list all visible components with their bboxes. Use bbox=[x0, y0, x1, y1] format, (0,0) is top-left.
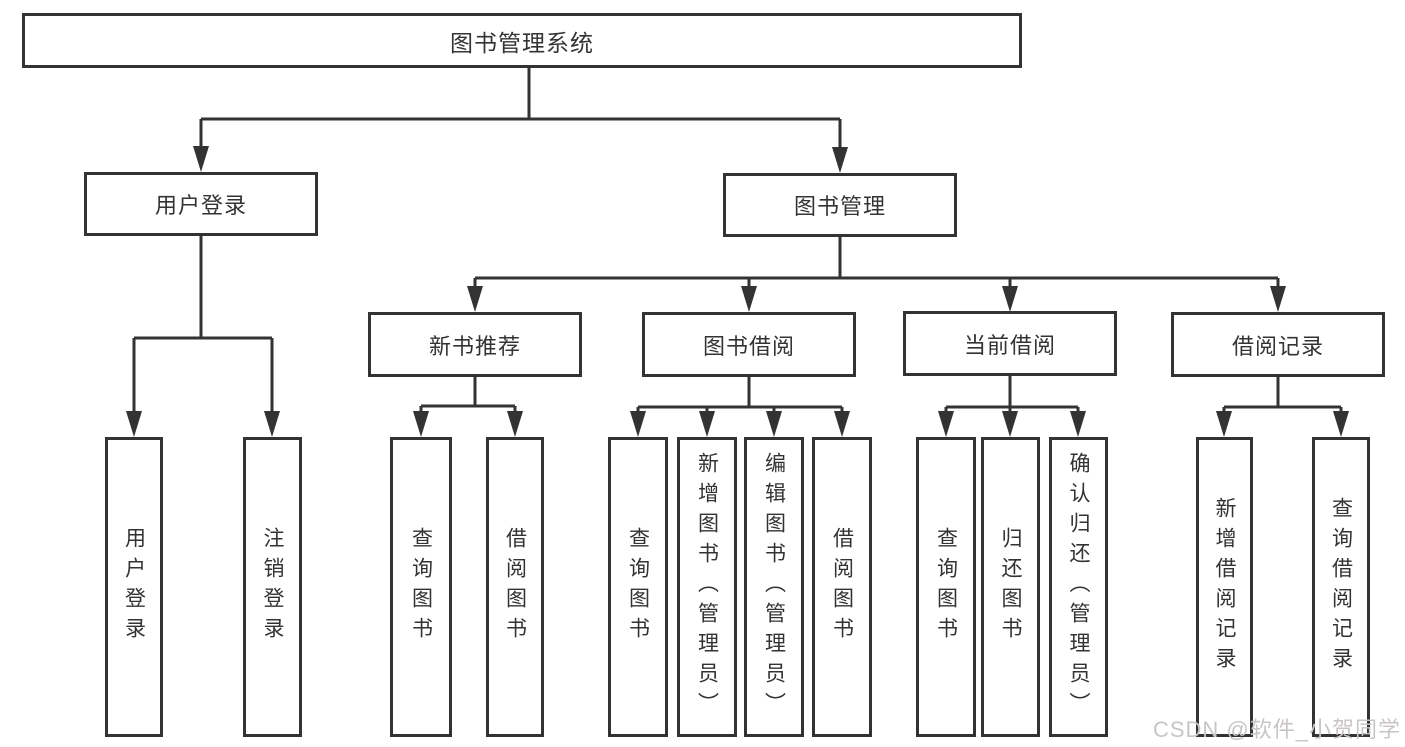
leaf-records-query-borrow-record: 查询借阅记录 bbox=[1312, 437, 1370, 737]
leaf-records-query-borrow-record-label: 查询借阅记录 bbox=[1329, 497, 1353, 677]
leaf-borrowing-query-books: 查询图书 bbox=[608, 437, 668, 737]
arrowheads-borrowrecord-children bbox=[1216, 411, 1349, 437]
node-book-borrowing: 图书借阅 bbox=[642, 312, 856, 377]
leaf-borrowing-edit-books-admin-label: 编辑图书（管理员） bbox=[762, 452, 786, 722]
connector-bookborrow-children bbox=[636, 377, 844, 414]
leaf-newbook-borrow-books: 借阅图书 bbox=[486, 437, 544, 737]
connector-newbook-children bbox=[419, 377, 517, 414]
leaf-user-login: 用户登录 bbox=[105, 437, 163, 737]
arrowheads-userlogin-children bbox=[126, 411, 280, 437]
leaf-records-add-borrow-record: 新增借阅记录 bbox=[1196, 437, 1253, 737]
leaf-newbook-borrow-books-label: 借阅图书 bbox=[503, 527, 527, 647]
leaf-current-query-books: 查询图书 bbox=[916, 437, 976, 737]
connector-userlogin-children bbox=[132, 236, 274, 415]
node-new-book-recommend-label: 新书推荐 bbox=[428, 333, 521, 359]
leaf-records-add-borrow-record-label: 新增借阅记录 bbox=[1213, 497, 1237, 677]
node-user-login-label: 用户登录 bbox=[154, 193, 247, 218]
leaf-borrowing-borrow-books: 借阅图书 bbox=[812, 437, 872, 737]
leaf-current-confirm-return-admin: 确认归还（管理员） bbox=[1049, 437, 1108, 737]
arrowheads-bookborrow-children bbox=[630, 411, 850, 437]
node-borrowing-records-label: 借阅记录 bbox=[1231, 333, 1324, 359]
connector-currentborrow-children bbox=[944, 375, 1080, 414]
node-borrowing-records: 借阅记录 bbox=[1171, 312, 1385, 377]
leaf-borrowing-edit-books-admin: 编辑图书（管理员） bbox=[744, 437, 804, 737]
connector-bookmgmt-to-level3 bbox=[473, 237, 1280, 290]
leaf-newbook-query-books: 查询图书 bbox=[390, 437, 452, 737]
leaf-logout-label: 注销登录 bbox=[261, 527, 285, 647]
node-book-borrowing-label: 图书借阅 bbox=[702, 333, 795, 359]
node-new-book-recommend: 新书推荐 bbox=[368, 312, 582, 377]
node-current-borrowing-label: 当前借阅 bbox=[963, 332, 1056, 358]
connector-root-to-level2 bbox=[199, 68, 842, 151]
leaf-current-confirm-return-admin-label: 确认归还（管理员） bbox=[1067, 452, 1091, 722]
node-current-borrowing: 当前借阅 bbox=[903, 311, 1117, 376]
node-book-management: 图书管理 bbox=[723, 173, 957, 237]
node-user-login: 用户登录 bbox=[84, 172, 318, 236]
leaf-borrowing-query-books-label: 查询图书 bbox=[626, 527, 650, 647]
leaf-current-return-books-label: 归还图书 bbox=[999, 527, 1023, 647]
leaf-user-login-label: 用户登录 bbox=[122, 527, 146, 647]
node-root-library-management-system: 图书管理系统 bbox=[22, 13, 1022, 68]
connector-borrowrecord-children bbox=[1222, 377, 1343, 414]
leaf-borrowing-add-books-admin: 新增图书（管理员） bbox=[677, 437, 737, 737]
leaf-borrowing-add-books-admin-label: 新增图书（管理员） bbox=[695, 452, 719, 722]
node-book-management-label: 图书管理 bbox=[793, 194, 886, 219]
arrowheads-newbook-children bbox=[413, 411, 523, 437]
leaf-logout: 注销登录 bbox=[243, 437, 302, 737]
arrowheads-level2 bbox=[193, 146, 848, 173]
arrowheads-currentborrow-children bbox=[938, 411, 1086, 437]
leaf-current-query-books-label: 查询图书 bbox=[934, 527, 958, 647]
leaf-current-return-books: 归还图书 bbox=[981, 437, 1040, 737]
leaf-borrowing-borrow-books-label: 借阅图书 bbox=[830, 527, 854, 647]
node-root-label: 图书管理系统 bbox=[450, 29, 594, 56]
arrowheads-level3 bbox=[467, 286, 1286, 312]
csdn-watermark: CSDN @软件_小贺同学 bbox=[1152, 717, 1401, 742]
leaf-newbook-query-books-label: 查询图书 bbox=[409, 527, 433, 647]
